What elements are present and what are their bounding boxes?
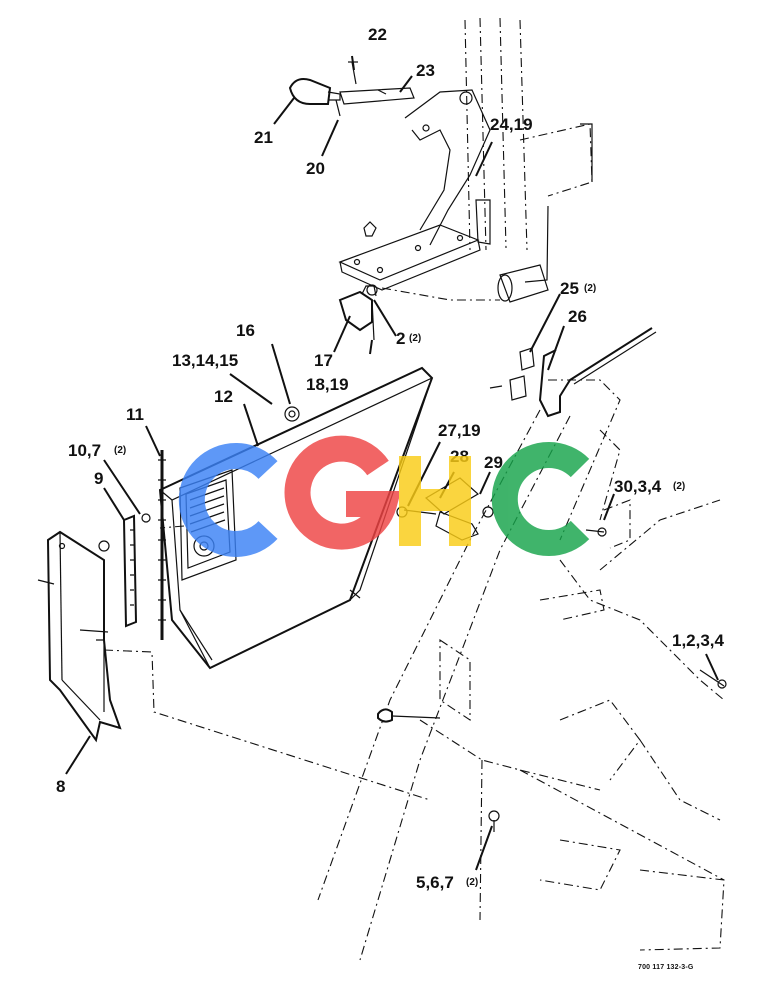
callout-5-6-7: 5,6,7	[416, 873, 454, 892]
leader-lines	[65, 55, 719, 871]
callout-1-2-3-4: 1,2,3,4	[672, 631, 725, 650]
callout-10-7-qty: (2)	[114, 445, 126, 456]
mounting-plate	[338, 221, 500, 301]
callout-10-7: 10,7	[68, 441, 101, 460]
carriage-bolt	[377, 708, 441, 723]
figure-code: 700 117 132-3-G	[638, 964, 694, 971]
callout-17: 17	[314, 351, 333, 370]
bolt-5	[488, 810, 500, 832]
lower-frame	[317, 379, 725, 961]
callout-2: 2	[396, 329, 405, 348]
callout-9: 9	[94, 469, 103, 488]
callout-25: 25	[560, 279, 579, 298]
cghc-watermark-logo	[178, 435, 590, 557]
callout-21: 21	[254, 128, 273, 147]
callout-8: 8	[56, 777, 65, 796]
plate-9	[122, 513, 151, 628]
top-bracket	[404, 89, 491, 246]
vent-grille	[189, 487, 226, 533]
bracket-17	[338, 284, 378, 341]
callout-24-19: 24,19	[490, 115, 533, 134]
bolt-30	[585, 499, 631, 549]
rod-26	[489, 327, 657, 418]
callout-30-3-4: 30,3,4	[614, 477, 662, 496]
callout-12: 12	[214, 387, 233, 406]
callout-18-19: 18,19	[306, 375, 349, 394]
callout-16: 16	[236, 321, 255, 340]
callout-5-6-7-qty: (2)	[466, 877, 478, 888]
callout-30-3-4-qty: (2)	[673, 481, 685, 492]
callout-2-qty: (2)	[409, 333, 421, 344]
side-shield	[37, 530, 122, 743]
callout-26: 26	[568, 307, 587, 326]
callout-20: 20	[306, 159, 325, 178]
callout-22: 22	[368, 25, 387, 44]
construction-lines	[103, 525, 431, 801]
callout-29: 29	[484, 453, 503, 472]
bolt-1	[699, 669, 727, 689]
cylinder	[497, 264, 549, 303]
callout-11: 11	[126, 405, 144, 424]
callout-27-19: 27,19	[438, 421, 481, 440]
callout-13-14-15: 13,14,15	[172, 351, 238, 370]
callout-25-qty: (2)	[584, 283, 596, 294]
upper-post	[464, 17, 593, 283]
latch-handle	[288, 61, 415, 117]
callout-23: 23	[416, 61, 435, 80]
callouts: 22 23 21 20 24,19 25 (2) 26 16 2 (2) 13,…	[56, 25, 725, 892]
seal-strip	[158, 450, 166, 640]
